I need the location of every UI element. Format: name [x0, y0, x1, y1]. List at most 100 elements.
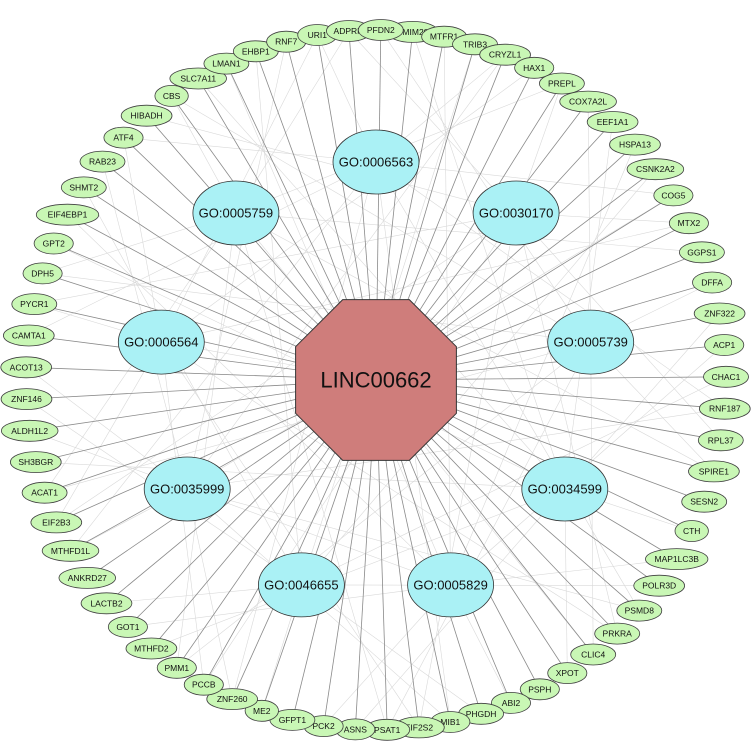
go-term-label: GO:0006564: [124, 335, 198, 350]
gene-label: MTHFD1L: [51, 546, 90, 556]
gene-label: HSPA13: [619, 140, 651, 150]
gene-label: ACP1: [713, 340, 735, 350]
gene-node: ANKRD27: [58, 567, 117, 589]
gene-label: TRIB3: [463, 39, 487, 49]
gene-node: CAMTA1: [2, 324, 55, 347]
gene-ellipse: [514, 56, 555, 79]
gene-label: ANKRD27: [68, 573, 107, 583]
gene-ellipse: [698, 397, 751, 420]
gene-ellipse: [697, 429, 744, 452]
go-gene-edge: [375, 161, 640, 611]
gene-label: PHGDH: [466, 709, 497, 719]
gene-node: ZNF146: [0, 388, 53, 411]
gene-label: SHMT2: [69, 182, 98, 192]
gene-label: GOT1: [116, 622, 139, 632]
gene-label: CBS: [163, 91, 181, 101]
go-ellipse: [332, 129, 420, 195]
gene-ellipse: [244, 699, 279, 722]
gene-node: LACTB2: [80, 592, 133, 615]
go-gene-edge: [171, 95, 591, 343]
gene-ellipse: [120, 104, 173, 127]
go-term-node: GO:0006564: [117, 309, 205, 375]
gene-node: ALDH1L2: [1, 419, 59, 442]
gene-label: COX7A2L: [569, 97, 608, 107]
gene-label: CLIC4: [581, 650, 605, 660]
gene-label: ADPRM: [334, 26, 365, 36]
go-term-node: GO:0035999: [143, 456, 231, 522]
gene-label: EIF4EBP1: [48, 210, 88, 220]
gene-ellipse: [626, 158, 685, 181]
go-gene-edge: [235, 30, 350, 214]
gene-label: ASNS: [344, 724, 367, 734]
gene-label: SESN2: [690, 497, 718, 507]
go-gene-edge: [70, 161, 377, 551]
gene-ellipse: [79, 150, 126, 173]
gene-ellipse: [35, 203, 100, 226]
gene-ellipse: [479, 43, 531, 66]
go-term-label: GO:0005829: [413, 577, 487, 592]
go-gene-edge: [176, 212, 237, 668]
gene-label: ACAT1: [31, 488, 58, 498]
go-ellipse: [192, 180, 280, 246]
gene-label: ATF4: [113, 133, 133, 143]
gene-node: SESN2: [681, 490, 728, 513]
gene-ellipse: [539, 72, 585, 95]
gene-ellipse: [2, 324, 55, 347]
gene-node: PRKRA: [594, 622, 641, 645]
gene-label: PMM1: [165, 663, 190, 673]
gene-ellipse: [594, 622, 641, 645]
gene-label: PSMD8: [625, 606, 655, 616]
gene-label: HAX1: [523, 63, 545, 73]
gene-ellipse: [693, 302, 746, 325]
gene-ellipse: [679, 241, 725, 264]
go-gene-edge: [28, 161, 377, 336]
gene-label: CRYZL1: [489, 50, 522, 60]
gene-ellipse: [21, 481, 68, 504]
gene-ellipse: [9, 451, 62, 474]
gene-ellipse: [206, 688, 259, 710]
go-gene-edge: [161, 67, 535, 343]
gene-node: DFFA: [692, 271, 733, 294]
gene-node: HAX1: [514, 56, 555, 79]
gene-node: CRYZL1: [479, 43, 531, 66]
gene-node: CSNK2A2: [626, 158, 685, 181]
gene-ellipse: [103, 126, 144, 149]
gene-label: EIF2S2: [405, 722, 434, 732]
gene-ellipse: [681, 490, 728, 513]
go-ellipse: [257, 552, 345, 618]
go-gene-edge: [235, 212, 715, 472]
go-gene-edge: [161, 341, 420, 728]
gene-node: ZNF260: [206, 688, 259, 710]
gene-label: GPT2: [43, 239, 65, 249]
gene-ellipse: [11, 293, 58, 316]
go-term-node: GO:0006563: [332, 129, 420, 195]
go-gene-edge: [42, 273, 591, 343]
gene-node: CLIC4: [570, 643, 617, 666]
gene-ellipse: [125, 637, 178, 660]
gene-node: ASNS: [335, 718, 376, 741]
gene-node: GOT1: [107, 616, 148, 638]
gene-node: SPIRE1: [688, 460, 740, 483]
go-gene-edge: [412, 31, 566, 490]
gene-label: SPIRE1: [699, 466, 730, 476]
gene-node: EEF1A1: [586, 111, 639, 133]
gene-label: RPL37: [708, 435, 734, 445]
gene-node: ACAT1: [21, 481, 68, 504]
gene-node: ACP1: [704, 334, 745, 356]
gene-node: PYCR1: [11, 293, 58, 316]
go-gene-edge: [186, 488, 233, 700]
gene-node: MTHFD2: [125, 637, 178, 660]
gene-node: CHAC1: [703, 365, 749, 388]
go-gene-edge: [255, 51, 302, 585]
gene-node: SLC7A11: [169, 67, 227, 90]
gene-ellipse: [547, 662, 588, 684]
hub-label: LINC00662: [320, 368, 431, 393]
gene-label: XPOT: [556, 668, 579, 678]
gene-label: PFDN2: [367, 25, 395, 35]
gene-ellipse: [645, 548, 709, 570]
hub-node: LINC00662: [295, 299, 457, 461]
go-gene-edge: [176, 341, 591, 669]
go-term-label: GO:0034599: [528, 482, 602, 497]
gene-ellipse: [519, 678, 560, 701]
gene-ellipse: [357, 19, 404, 41]
